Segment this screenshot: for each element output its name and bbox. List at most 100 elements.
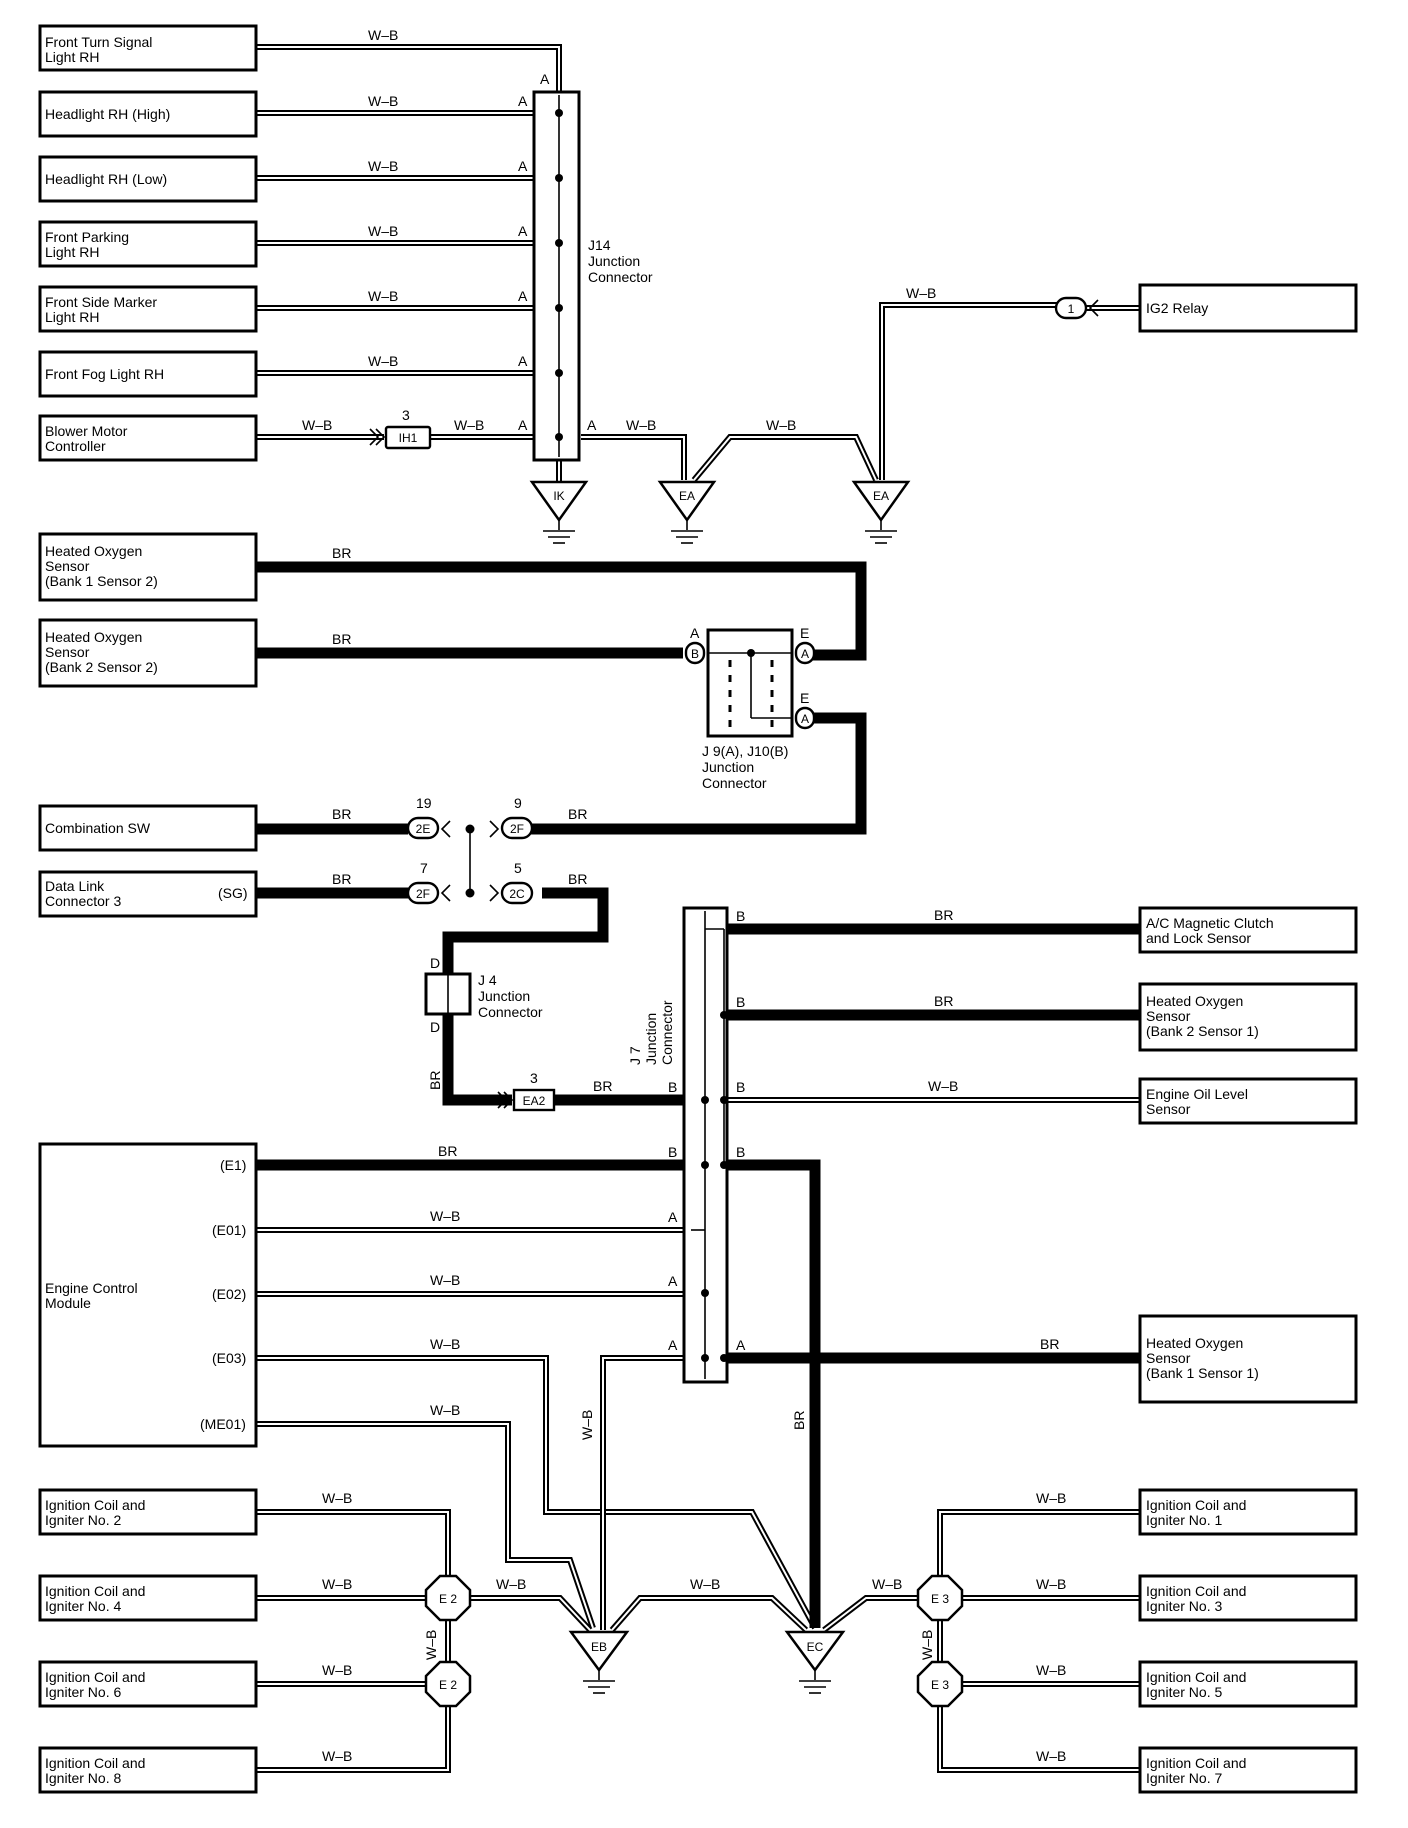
- svg-text:9: 9: [514, 795, 522, 811]
- svg-text:A: A: [690, 625, 700, 641]
- svg-text:B: B: [736, 1079, 745, 1095]
- component-combination-sw: Combination SW: [38, 804, 258, 852]
- j9-j10-label-line3: Connector: [702, 775, 767, 791]
- svg-text:BR: BR: [332, 806, 351, 822]
- ground-eb: EB: [568, 1630, 630, 1694]
- j14-label-line2: Junction: [588, 253, 640, 269]
- svg-text:Data Link: Data Link: [45, 878, 105, 894]
- wire-labels-top: W–B W–B W–B W–B W–B W–B W–B W–B W–B W–B …: [302, 27, 936, 433]
- svg-text:A: A: [801, 647, 809, 661]
- svg-text:W–B: W–B: [430, 1336, 460, 1352]
- ground-ea-2: EA: [851, 480, 911, 544]
- svg-text:BR: BR: [332, 545, 351, 561]
- svg-text:EA2: EA2: [523, 1094, 546, 1108]
- svg-text:B: B: [691, 647, 699, 661]
- svg-text:Ignition Coil and: Ignition Coil and: [1146, 1497, 1246, 1513]
- svg-text:Controller: Controller: [45, 438, 106, 454]
- j14-label-line1: J14: [588, 237, 611, 253]
- svg-text:W–B: W–B: [496, 1576, 526, 1592]
- svg-text:W–B: W–B: [430, 1402, 460, 1418]
- j14-junction-connector: J14 Junction Connector: [532, 90, 653, 462]
- svg-text:B: B: [736, 1144, 745, 1160]
- svg-text:Igniter No. 6: Igniter No. 6: [45, 1684, 121, 1700]
- svg-text:Ignition Coil and: Ignition Coil and: [1146, 1583, 1246, 1599]
- svg-text:Front Fog Light RH: Front Fog Light RH: [45, 366, 164, 382]
- svg-text:W–B: W–B: [368, 353, 398, 369]
- component-ignition-coil-2: Ignition Coil and Igniter No. 2: [38, 1488, 258, 1536]
- svg-text:Ignition Coil and: Ignition Coil and: [1146, 1755, 1246, 1771]
- component-ignition-coil-8: Ignition Coil and Igniter No. 8: [38, 1746, 258, 1794]
- svg-text:BR: BR: [593, 1078, 612, 1094]
- svg-text:(ME01): (ME01): [200, 1416, 246, 1432]
- svg-text:W–B: W–B: [423, 1630, 439, 1660]
- j7-junction-connector: J 7 Junction Connector: [627, 906, 729, 1384]
- svg-text:Ignition Coil and: Ignition Coil and: [45, 1583, 145, 1599]
- j14-pin-letters: A A A A A A A A: [518, 71, 597, 433]
- splice-e3-lower: E 3: [916, 1660, 964, 1708]
- svg-text:A/C Magnetic Clutch: A/C Magnetic Clutch: [1146, 915, 1274, 931]
- svg-text:2F: 2F: [416, 887, 430, 901]
- svg-text:BR: BR: [438, 1143, 457, 1159]
- svg-text:Ignition Coil and: Ignition Coil and: [45, 1755, 145, 1771]
- svg-text:and Lock Sensor: and Lock Sensor: [1146, 930, 1251, 946]
- svg-text:W–B: W–B: [368, 93, 398, 109]
- component-front-fog-rh: Front Fog Light RH: [38, 350, 258, 398]
- svg-text:(Bank 2 Sensor 1): (Bank 2 Sensor 1): [1146, 1023, 1259, 1039]
- svg-text:W–B: W–B: [368, 158, 398, 174]
- svg-text:Heated Oxygen: Heated Oxygen: [1146, 993, 1243, 1009]
- j9-j10-label-line1: J 9(A), J10(B): [702, 743, 788, 759]
- svg-text:Sensor: Sensor: [45, 558, 90, 574]
- svg-text:W–B: W–B: [919, 1630, 935, 1660]
- j7-label-line1: J 7: [627, 1046, 643, 1065]
- svg-text:W–B: W–B: [322, 1748, 352, 1764]
- svg-text:W–B: W–B: [1036, 1748, 1066, 1764]
- wires-br-middle: [256, 561, 867, 1106]
- svg-text:Front Parking: Front Parking: [45, 229, 129, 245]
- connector-ig2-relay: 1: [1054, 296, 1099, 320]
- svg-text:B: B: [736, 908, 745, 924]
- component-ho2-bank1-sensor1: Heated Oxygen Sensor (Bank 1 Sensor 1): [1138, 1314, 1358, 1404]
- svg-text:W–B: W–B: [322, 1576, 352, 1592]
- svg-text:(E03): (E03): [212, 1350, 246, 1366]
- ground-ec: EC: [784, 1630, 846, 1694]
- component-data-link-connector: Data Link Connector 3 (SG): [38, 870, 258, 918]
- svg-text:B: B: [668, 1144, 677, 1160]
- ground-ea-1: EA: [657, 480, 717, 544]
- svg-text:Heated Oxygen: Heated Oxygen: [45, 543, 142, 559]
- svg-text:BR: BR: [332, 871, 351, 887]
- component-engine-oil-level-sensor: Engine Oil Level Sensor: [1138, 1077, 1358, 1125]
- svg-text:A: A: [736, 1337, 746, 1353]
- wires-j14: [256, 44, 1140, 490]
- svg-text:W–B: W–B: [322, 1490, 352, 1506]
- svg-text:Connector 3: Connector 3: [45, 893, 121, 909]
- svg-text:W–B: W–B: [1036, 1576, 1066, 1592]
- svg-text:E 2: E 2: [439, 1678, 457, 1692]
- component-ignition-coil-6: Ignition Coil and Igniter No. 6: [38, 1660, 258, 1708]
- svg-text:2C: 2C: [509, 887, 525, 901]
- svg-text:(SG): (SG): [218, 885, 248, 901]
- svg-text:Igniter No. 5: Igniter No. 5: [1146, 1684, 1222, 1700]
- svg-text:Sensor: Sensor: [1146, 1008, 1191, 1024]
- svg-text:Ignition Coil and: Ignition Coil and: [1146, 1669, 1246, 1685]
- svg-text:2F: 2F: [510, 822, 524, 836]
- svg-text:D: D: [430, 1019, 440, 1035]
- svg-text:E 3: E 3: [931, 1592, 949, 1606]
- svg-text:A: A: [587, 417, 597, 433]
- component-blower-motor: Blower Motor Controller: [38, 414, 258, 462]
- connector-2f-9: 2F 9: [489, 795, 534, 840]
- svg-text:W–B: W–B: [626, 417, 656, 433]
- svg-text:Light RH: Light RH: [45, 244, 99, 260]
- svg-text:W–B: W–B: [1036, 1662, 1066, 1678]
- svg-text:Headlight RH (Low): Headlight RH (Low): [45, 171, 167, 187]
- svg-text:BR: BR: [568, 871, 587, 887]
- svg-text:Heated Oxygen: Heated Oxygen: [45, 629, 142, 645]
- svg-text:3: 3: [402, 407, 410, 423]
- svg-text:Igniter No. 3: Igniter No. 3: [1146, 1598, 1222, 1614]
- svg-text:A: A: [668, 1273, 678, 1289]
- component-headlight-rh-low: Headlight RH (Low): [38, 155, 258, 203]
- j9-j10-junction-connector: B A A E A E J 9(A), J10(B) Junction Conn…: [684, 625, 816, 791]
- svg-text:7: 7: [420, 860, 428, 876]
- svg-text:(Bank 1 Sensor 1): (Bank 1 Sensor 1): [1146, 1365, 1259, 1381]
- splice-e2-lower: E 2: [424, 1660, 472, 1708]
- j4-label-line3: Connector: [478, 1004, 543, 1020]
